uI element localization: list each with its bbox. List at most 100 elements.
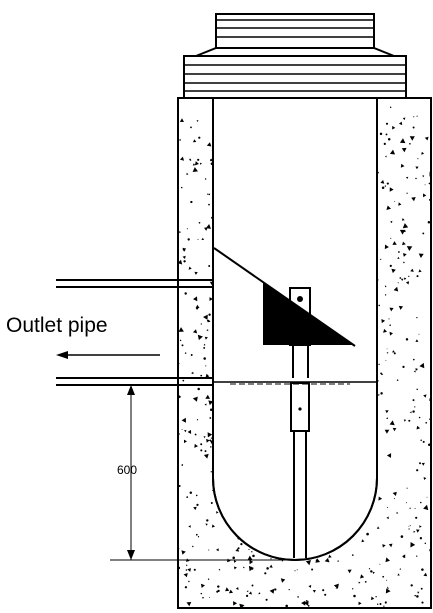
concrete-speckle: [379, 563, 381, 565]
concrete-speckle: [410, 542, 416, 548]
concrete-speckle: [229, 322, 233, 326]
concrete-speckle: [240, 360, 246, 366]
concrete-speckle: [346, 157, 350, 161]
concrete-speckle: [190, 126, 192, 129]
concrete-speckle: [247, 555, 253, 560]
concrete-speckle: [244, 309, 246, 312]
concrete-speckle: [324, 593, 327, 596]
concrete-speckle: [335, 391, 338, 394]
concrete-speckle: [244, 406, 246, 408]
concrete-speckle: [249, 250, 251, 252]
concrete-speckle: [311, 568, 314, 571]
concrete-speckle: [306, 153, 308, 155]
concrete-speckle: [239, 444, 242, 446]
concrete-speckle: [281, 550, 285, 553]
concrete-speckle: [403, 261, 405, 264]
concrete-speckle: [385, 557, 390, 563]
concrete-speckle: [363, 391, 367, 394]
concrete-speckle: [271, 173, 273, 175]
concrete-speckle: [229, 170, 232, 173]
concrete-speckle: [257, 138, 260, 141]
concrete-speckle: [312, 529, 315, 531]
concrete-speckle: [327, 190, 329, 193]
concrete-speckle: [248, 591, 252, 595]
concrete-speckle: [299, 228, 302, 231]
concrete-speckle: [320, 475, 323, 478]
concrete-speckle: [341, 138, 346, 142]
concrete-speckle: [326, 174, 328, 177]
concrete-speckle: [385, 359, 387, 361]
concrete-speckle: [182, 255, 186, 259]
concrete-speckle: [357, 259, 362, 264]
concrete-speckle: [357, 270, 359, 272]
concrete-speckle: [345, 452, 350, 457]
concrete-speckle: [355, 239, 359, 244]
concrete-speckle: [297, 596, 299, 598]
concrete-speckle: [245, 594, 249, 598]
concrete-speckle: [378, 304, 380, 307]
concrete-speckle: [305, 599, 308, 602]
concrete-speckle: [402, 117, 406, 121]
concrete-speckle: [269, 137, 272, 140]
concrete-speckle: [204, 450, 207, 453]
concrete-speckle: [330, 183, 336, 189]
concrete-speckle: [348, 388, 350, 390]
concrete-speckle: [226, 217, 230, 221]
concrete-speckle: [386, 352, 389, 354]
concrete-speckle: [296, 283, 299, 287]
concrete-speckle: [314, 141, 316, 143]
concrete-speckle: [416, 115, 418, 117]
concrete-speckle: [203, 453, 209, 459]
concrete-speckle: [400, 278, 404, 281]
concrete-speckle: [401, 147, 407, 153]
concrete-speckle: [321, 369, 323, 372]
concrete-speckle: [270, 233, 276, 239]
concrete-speckle: [405, 176, 409, 179]
concrete-speckle: [249, 195, 252, 198]
concrete-speckle: [369, 278, 372, 281]
concrete-speckle: [354, 248, 356, 250]
concrete-speckle: [360, 574, 365, 579]
concrete-speckle: [324, 405, 326, 407]
concrete-speckle: [200, 323, 202, 325]
concrete-speckle: [386, 205, 391, 210]
concrete-speckle: [389, 420, 395, 426]
concrete-speckle: [426, 496, 428, 498]
concrete-speckle: [221, 170, 223, 172]
concrete-speckle: [224, 419, 226, 421]
concrete-speckle: [259, 219, 262, 222]
concrete-speckle: [256, 292, 258, 294]
concrete-speckle: [321, 205, 325, 209]
concrete-speckle: [402, 253, 407, 257]
concrete-speckle: [400, 163, 405, 168]
concrete-speckle: [187, 568, 191, 572]
concrete-speckle: [239, 286, 243, 290]
concrete-speckle: [349, 307, 351, 309]
concrete-speckle: [355, 164, 358, 167]
concrete-speckle: [321, 179, 327, 185]
concrete-speckle: [397, 256, 400, 259]
concrete-speckle: [389, 331, 393, 336]
concrete-speckle: [296, 569, 298, 571]
concrete-speckle: [272, 483, 275, 486]
concrete-speckle: [402, 223, 409, 229]
concrete-speckle: [363, 110, 365, 112]
concrete-speckle: [195, 304, 200, 309]
concrete-speckle: [331, 401, 334, 404]
concrete-speckle: [245, 405, 249, 409]
concrete-speckle: [419, 525, 422, 528]
concrete-speckle: [196, 503, 199, 507]
concrete-speckle: [343, 298, 348, 303]
concrete-speckle: [277, 552, 280, 555]
concrete-speckle: [337, 457, 340, 460]
concrete-speckle: [358, 451, 362, 455]
concrete-speckle: [414, 508, 416, 509]
concrete-speckle: [347, 441, 350, 444]
concrete-speckle: [186, 496, 189, 498]
concrete-speckle: [410, 268, 414, 272]
concrete-speckle: [367, 370, 371, 374]
concrete-speckle: [401, 218, 405, 221]
concrete-speckle: [289, 263, 293, 267]
concrete-speckle: [240, 522, 242, 524]
concrete-speckle: [303, 600, 309, 606]
